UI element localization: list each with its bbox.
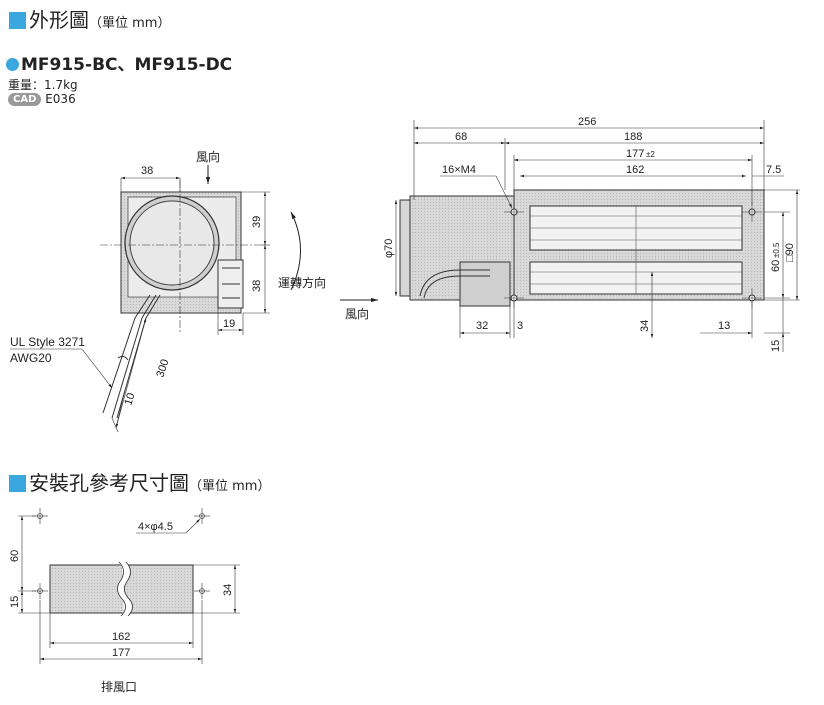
model-bullet-icon xyxy=(6,58,19,71)
section-marker-icon xyxy=(9,475,26,492)
side-dim-phi70: φ70 xyxy=(383,239,395,258)
side-dim-sq90: □90 xyxy=(784,243,796,262)
mounting-title: 安裝孔參考尺寸圖（單位 mm） xyxy=(9,472,270,498)
side-dim-162: 162 xyxy=(626,164,644,176)
section-marker-icon xyxy=(9,12,26,29)
side-dim-60-tol: ±0.5 xyxy=(772,242,781,258)
mounting-unit: （單位 mm） xyxy=(189,479,271,494)
model-name: MF915-BC、MF915-DC xyxy=(6,50,232,75)
cable-awg-label: AWG20 xyxy=(10,351,52,365)
side-dim-15: 15 xyxy=(770,340,782,352)
cad-code: E036 xyxy=(45,92,76,106)
cad-line: CAD E036 xyxy=(8,92,76,106)
mount-holes-label: 4×φ4.5 xyxy=(138,521,173,533)
cable-style-label: UL Style 3271 xyxy=(10,335,85,349)
mount-dim-34: 34 xyxy=(222,584,234,596)
outline-unit: （單位 mm） xyxy=(89,16,171,31)
front-dim-right-mid: 38 xyxy=(251,280,263,292)
cable-strip-dim: 10 xyxy=(122,392,137,407)
side-wind-label: 風向 xyxy=(345,306,369,321)
mount-dim-15: 15 xyxy=(9,596,21,608)
side-dim-13: 13 xyxy=(718,320,730,332)
front-view: 風向 38 39 38 19 運轉方向 UL Style 3271 AWG20 … xyxy=(10,149,326,433)
front-dim-width: 38 xyxy=(141,165,153,177)
front-wind-label: 風向 xyxy=(196,149,220,164)
mount-dim-162: 162 xyxy=(112,631,130,643)
side-view: 256 68 188 177 ±2 162 7.5 16×M4 φ70 60 ±… xyxy=(383,116,800,352)
side-dim-188: 188 xyxy=(624,131,642,143)
outline-title-text: 外形圖 xyxy=(29,8,89,32)
rotation-label: 運轉方向 xyxy=(278,275,326,290)
front-dim-bottom: 19 xyxy=(223,318,235,330)
front-dim-right-top: 39 xyxy=(251,216,263,228)
side-dim-60: 60 xyxy=(770,260,782,272)
mounting-title-text: 安裝孔參考尺寸圖 xyxy=(29,471,189,495)
cable-length-dim: 300 xyxy=(154,358,171,379)
side-dim-68: 68 xyxy=(455,131,467,143)
side-dim-177: 177 xyxy=(626,148,644,160)
outline-title: 外形圖（單位 mm） xyxy=(9,9,170,35)
side-dim-3: 3 xyxy=(517,320,523,332)
model-text: MF915-BC、MF915-DC xyxy=(21,55,233,75)
side-dim-34: 34 xyxy=(639,320,651,332)
exhaust-label: 排風口 xyxy=(101,680,137,694)
mount-dim-177: 177 xyxy=(112,647,130,659)
mount-dim-60: 60 xyxy=(9,550,21,562)
side-dim-total: 256 xyxy=(578,116,596,128)
mounting-drawing: 4×φ4.5 60 15 34 162 177 排風口 xyxy=(9,508,240,694)
side-dim-7-5: 7.5 xyxy=(766,164,781,176)
side-holes-label: 16×M4 xyxy=(442,164,476,176)
side-dim-32: 32 xyxy=(476,320,488,332)
cad-badge: CAD xyxy=(8,93,42,106)
side-dim-177-tol: ±2 xyxy=(646,150,655,159)
weight-text: 重量：1.7kg xyxy=(8,78,78,92)
